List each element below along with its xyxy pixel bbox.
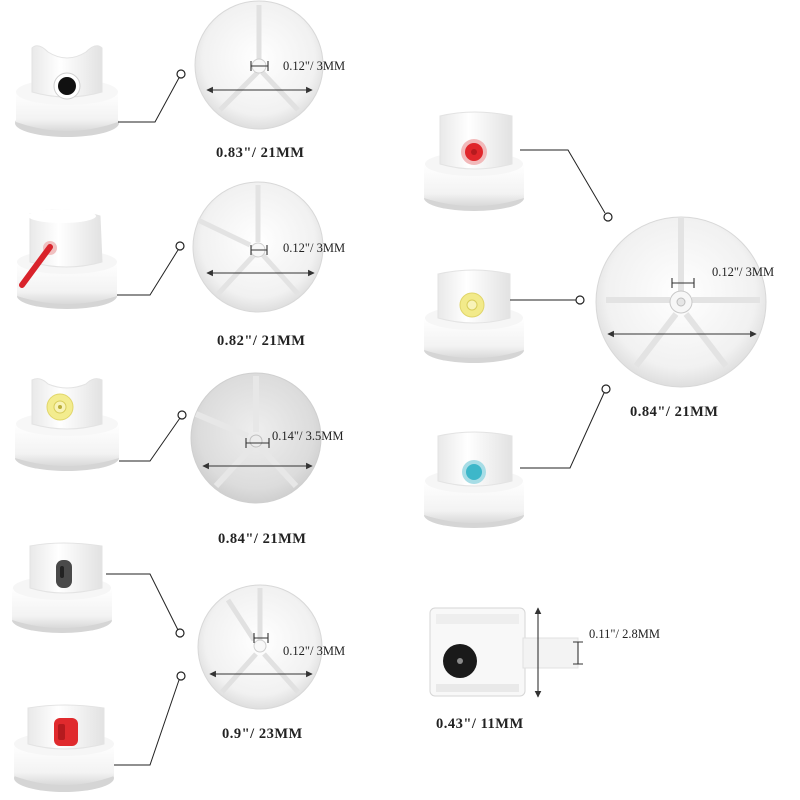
side-view-cap [429,607,579,697]
nozzle-group-3: 0.14"/ 3.5MM 0.84"/ 21MM [15,372,343,547]
outer-dimension-3: 0.84"/ 21MM [218,531,306,547]
disc-view-2 [192,181,324,313]
disc-view-5 [595,216,767,388]
spray-cap-red-straw [17,208,117,309]
disc-view-3 [190,372,322,504]
nozzle-cyan-dot [466,464,482,480]
outer-dimension-4: 0.9"/ 23MM [222,726,303,742]
inner-dimension-5: 0.12"/ 3MM [712,265,774,279]
nozzle-group-1: 0.12"/ 3MM 0.83"/ 21MM [15,0,345,161]
inner-dimension-3: 0.14"/ 3.5MM [272,429,343,443]
nozzle-black-dot [58,77,76,95]
spray-cap-yellow-dot-2 [424,269,524,363]
disc-view-1 [194,0,324,130]
nozzle-red-slot [54,718,78,746]
nozzle-group-5: 0.12"/ 3MM 0.84"/ 21MM [424,111,774,528]
inner-dimension-6: 0.11"/ 2.8MM [589,627,660,641]
spray-cap-yellow-dot [15,378,119,471]
nozzle-group-2: 0.12"/ 3MM 0.82"/ 21MM [17,181,345,349]
outer-dimension-5: 0.84"/ 21MM [630,404,718,420]
spray-cap-red-dot [424,111,524,211]
spray-cap-cyan-dot [424,431,524,528]
outer-dimension-2: 0.82"/ 21MM [217,333,305,349]
disc-view-4 [197,584,323,710]
spray-cap-dark-slot [12,542,112,633]
nozzle-group-4: 0.12"/ 3MM 0.9"/ 23MM [12,542,345,792]
inner-dimension-1: 0.12"/ 3MM [283,59,345,73]
outer-dimension-1: 0.83"/ 21MM [216,145,304,161]
spray-cap-black-dot [15,45,119,137]
red-extension-straw-icon [19,244,53,288]
outer-dimension-6: 0.43"/ 11MM [436,716,524,732]
inner-dimension-2: 0.12"/ 3MM [283,241,345,255]
spray-cap-red-slot [14,704,114,792]
nozzle-group-6: 0.11"/ 2.8MM 0.43"/ 11MM [429,607,660,732]
inner-dimension-4: 0.12"/ 3MM [283,644,345,658]
